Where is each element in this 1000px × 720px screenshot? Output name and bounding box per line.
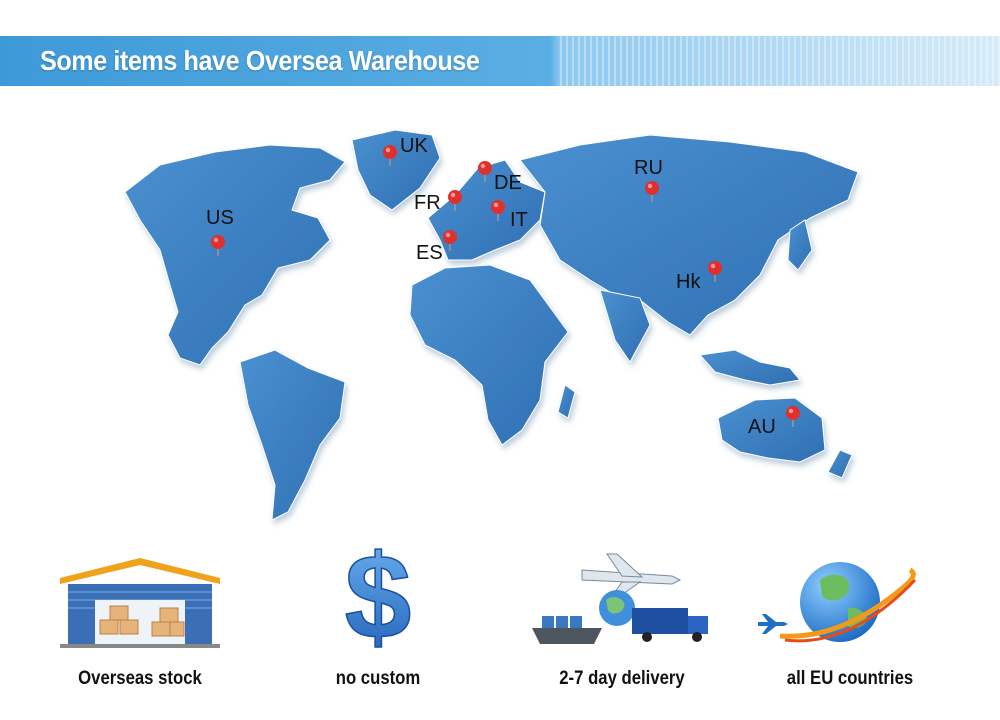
greenland [351, 129, 441, 211]
world-map-shapes [124, 129, 859, 521]
pin-uk [383, 145, 397, 166]
southeast-asia [699, 349, 801, 386]
map-pins [211, 145, 800, 427]
label-it: IT [510, 209, 528, 231]
pin-ru [645, 181, 659, 202]
pin-es [443, 230, 457, 251]
feature-label: 2-7 day delivery [559, 668, 685, 689]
globe-plane-icon [758, 562, 917, 643]
madagascar [557, 384, 576, 419]
world-map: UK DE FR IT ES US RU Hk AU [0, 100, 1000, 530]
feature-no-custom: $ no custom [278, 540, 478, 710]
japan [787, 219, 813, 271]
warehouse-icon [60, 558, 220, 648]
label-es: ES [416, 242, 443, 264]
new-zealand [827, 449, 853, 479]
pin-it [491, 200, 505, 221]
label-ru: RU [634, 157, 663, 179]
pin-de [478, 161, 492, 182]
north-america [124, 144, 346, 366]
label-au: AU [748, 416, 776, 438]
svg-text:$: $ [345, 540, 412, 660]
header-banner: Some items have Oversea Warehouse [0, 36, 1000, 86]
feature-overseas-stock: Overseas stock [40, 540, 240, 710]
label-fr: FR [414, 192, 441, 214]
pin-au [786, 406, 800, 427]
banner-title: Some items have Oversea Warehouse [40, 45, 480, 76]
transport-icon [532, 553, 708, 644]
pin-fr [448, 190, 462, 211]
label-hk: Hk [676, 271, 701, 293]
asia [519, 134, 859, 336]
dollar-sign-icon: $ [344, 540, 412, 660]
pin-hk [708, 261, 722, 282]
feature-label: all EU countries [786, 668, 914, 689]
south-america [239, 349, 346, 521]
label-de: DE [494, 172, 522, 194]
feature-delivery: 2-7 day delivery [522, 540, 722, 710]
pin-us [211, 235, 225, 256]
label-uk: UK [400, 135, 428, 157]
india [599, 289, 651, 363]
banner-stripes [560, 36, 1000, 86]
feature-eu-countries: all EU countries [750, 540, 950, 710]
label-us: US [206, 207, 234, 229]
africa [409, 264, 569, 446]
feature-label: Overseas stock [78, 668, 202, 689]
feature-label: no custom [335, 668, 421, 689]
